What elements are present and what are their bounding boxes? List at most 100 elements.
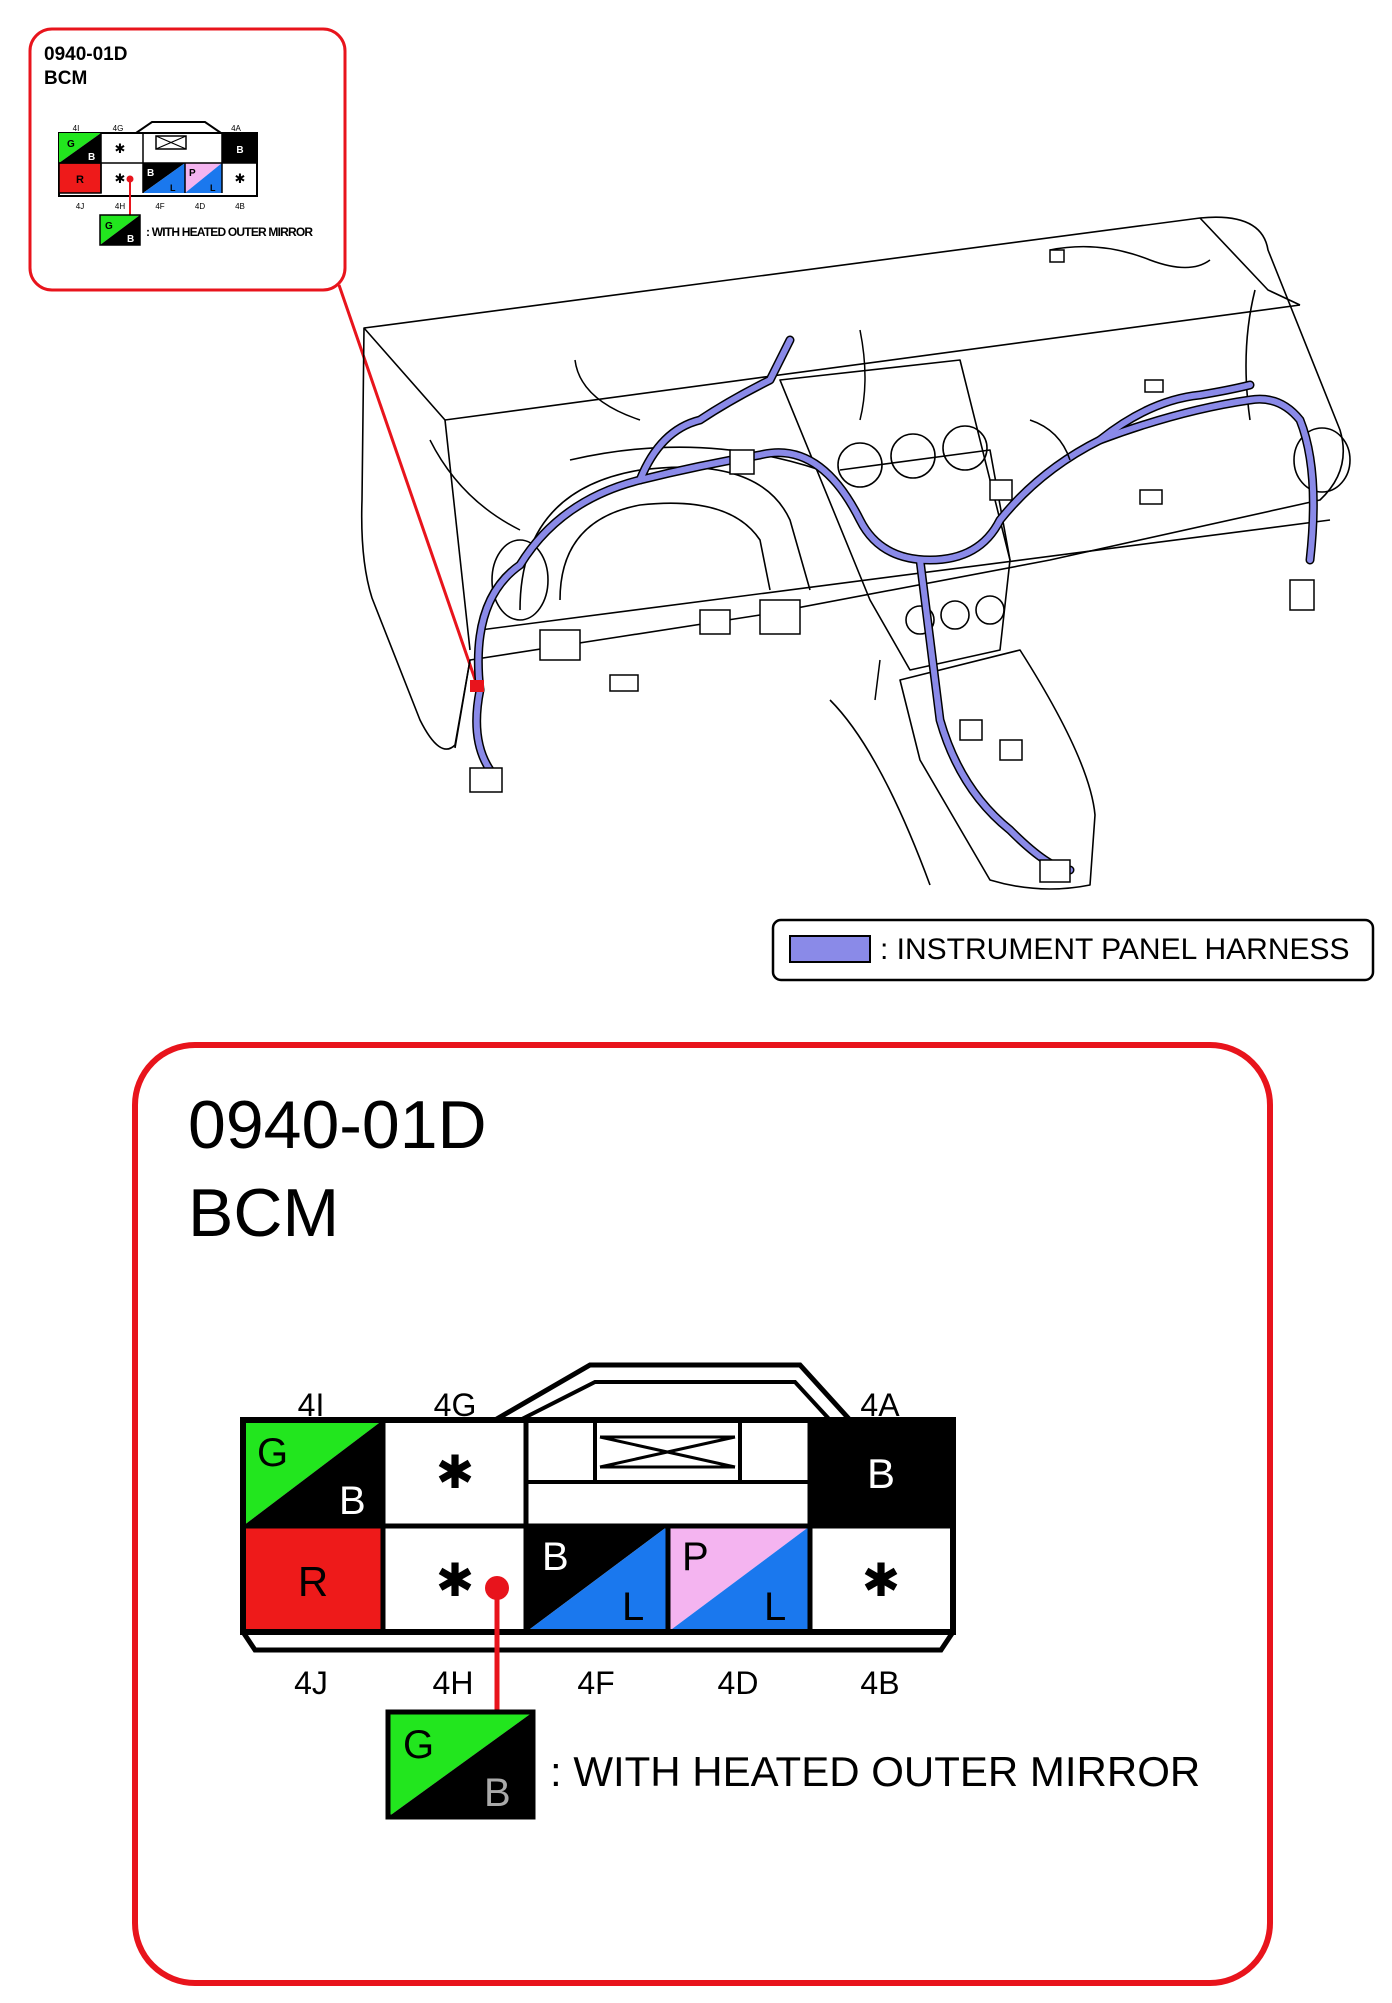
small-pin-4f-blue [143,163,185,193]
instrument-panel-harness [472,335,1318,875]
vent-3 [942,425,988,471]
small-connector: 4I 4G 4A G B R ✱ ✱ ✱ B B L P L [58,121,314,246]
left-vent [491,539,549,621]
label-4f: 4F [577,1665,614,1701]
small-4f-b: L [170,183,176,193]
harness-upper-branch [637,337,793,483]
harness-thin-wires [429,245,1211,701]
small-label-4h: 4H [115,202,125,211]
small-option-b: B [127,234,134,245]
knob-3 [975,595,1005,625]
vent-2 [890,433,936,479]
small-pin-4j [58,162,102,194]
connector-block-4 [759,599,801,635]
dashboard-left-lower [454,659,471,749]
pin-4a-a: B [867,1450,895,1497]
connector-block-1 [469,767,503,793]
small-callout-name: BCM [44,68,87,89]
pin-4f-b: L [622,1585,644,1629]
harness-legend: : INSTRUMENT PANEL HARNESS [771,918,1375,982]
small-4f-a: B [147,168,154,179]
right-vent [1293,427,1351,493]
connector-face: 4I 4G 4A [240,1362,1200,1820]
pin-grid [243,1420,953,1632]
dashboard-left-edge [444,419,471,651]
connector-block-11 [999,739,1023,761]
option-a: G [403,1723,434,1767]
knob-2 [940,600,970,630]
large-callout-code: 0940-01D [188,1087,487,1163]
bcm-connector-location [470,680,484,692]
small-pin-4d-blue [185,163,222,193]
small-label-4b: 4B [235,202,245,211]
small-option-a: G [105,221,113,232]
callout-leader-line [337,284,480,689]
small-option-box [99,214,141,246]
housing-top-inner [519,1380,832,1422]
large-callout: 0940-01D BCM 4I 4G 4A [132,1042,1273,1986]
small-4i-b: B [88,152,95,163]
small-pin-4a [222,133,257,163]
pin-4d-a: P [682,1535,709,1579]
label-4h: 4H [433,1665,474,1701]
small-option-note: : WITH HEATED OUTER MIRROR [146,225,313,239]
instrument-panel-illustration [360,216,1351,890]
legend-label: : INSTRUMENT PANEL HARNESS [880,933,1350,966]
harness-main-trunk [475,396,1317,693]
small-4j-a: R [76,174,84,186]
small-label-4f: 4F [155,202,164,211]
legend-frame [771,918,1375,982]
center-stack [779,359,1011,671]
harness-right-branch [1097,382,1253,443]
label-4d: 4D [718,1665,759,1701]
thin-wire-6 [1029,419,1071,461]
pin-4a [810,1420,953,1526]
console-side-curve [829,699,931,886]
dashboard-lower-line [479,519,1331,631]
harness-console-branch-outline [915,555,1075,875]
pin-4d-blue [668,1526,810,1632]
small-4i-a: G [67,139,75,150]
connector-block-3 [699,609,731,635]
small-label-4i: 4I [73,124,80,133]
small-callout-code: 0940-01D [44,44,127,65]
connector-block-5 [609,674,639,692]
pin-4i-b: B [339,1479,366,1523]
small-4a-a: B [236,145,243,156]
small-grid [59,133,257,193]
thin-wire-3 [859,329,866,421]
dashboard-body [360,216,1345,750]
connector-block-13 [1049,249,1065,263]
thin-wire-5 [874,659,881,701]
connector-block-9 [1289,579,1315,611]
pin-4i-a: G [257,1431,288,1475]
thin-wire-1 [574,359,641,421]
large-callout-name: BCM [188,1175,339,1251]
pin-4b-mark: ✱ [862,1554,901,1606]
latch-cross [599,1435,736,1469]
vent-1 [837,442,883,488]
label-4b: 4B [860,1665,899,1701]
harness-console-branch [917,557,1073,873]
option-black [388,1712,533,1817]
pin-4d-b: L [764,1585,786,1629]
small-4g-mark: ✱ [115,141,126,156]
connector-block-7 [989,479,1013,501]
harness-left-drop [473,687,493,773]
small-4d-b: L [210,183,216,193]
small-latch [155,135,187,150]
small-4d-a: P [189,168,196,179]
small-callout: 0940-01D BCM 4I 4G 4A G B R ✱ ✱ ✱ B [28,27,347,292]
small-housing-top [135,121,222,134]
legend-swatch [789,935,871,963]
small-label-4g: 4G [113,124,124,133]
pin-4j [243,1526,383,1632]
pin-4g-mark: ✱ [436,1446,475,1498]
small-pin-4i-black [59,133,101,163]
instrument-panel-harness-fill [473,337,1317,873]
option-b: B [484,1771,511,1815]
small-latch-cross [155,135,187,150]
option-note: : WITH HEATED OUTER MIRROR [550,1748,1200,1795]
